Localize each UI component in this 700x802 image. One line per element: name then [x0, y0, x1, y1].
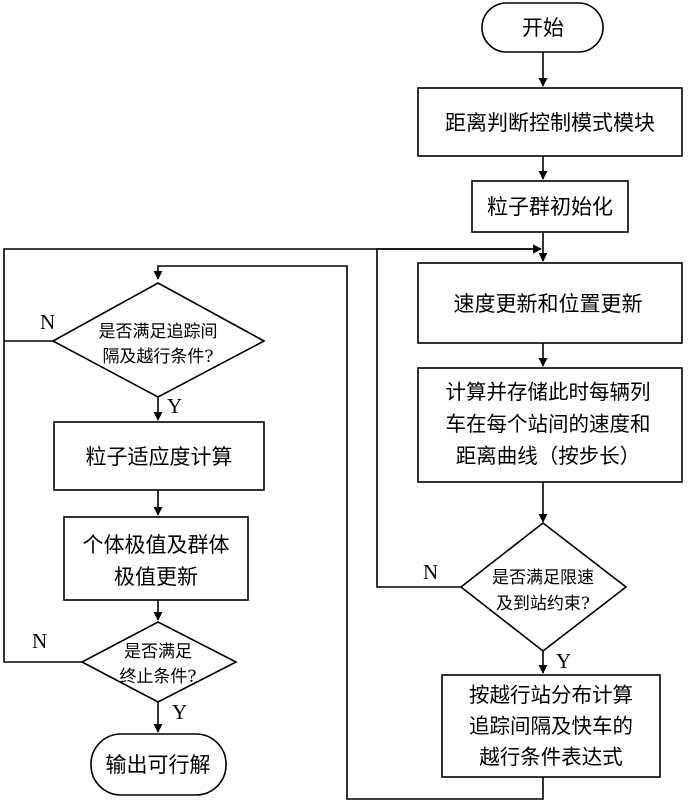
init-label: 粒子群初始化	[487, 195, 613, 219]
tracking-no-label: N	[40, 310, 55, 334]
arrow-tracking-no-loop	[3, 244, 542, 342]
compute-line-3: 距离曲线（按步长）	[456, 444, 641, 468]
tracking-check-line-2: 隔及越行条件?	[102, 347, 213, 367]
stop-yes-label: Y	[172, 700, 187, 724]
overtake-line-1: 按越行站分布计算	[469, 683, 633, 707]
start-node: 开始	[481, 2, 604, 53]
tracking-yes-label: Y	[167, 394, 182, 418]
mode-module-box: 距离判断控制模式模块	[417, 87, 683, 157]
update-box: 速度更新和位置更新	[417, 262, 683, 344]
output-label: 输出可行解	[106, 753, 211, 777]
stop-check-diamond: 是否满足 终止条件?	[80, 621, 238, 703]
update-label: 速度更新和位置更新	[454, 292, 643, 316]
speed-check-yes-label: Y	[556, 649, 571, 673]
speed-check-diamond: 是否满足限速 及到站约束?	[459, 521, 628, 653]
stop-check-line-2: 终止条件?	[119, 667, 196, 687]
connectors	[3, 52, 548, 800]
speed-check-no-label: N	[423, 560, 438, 584]
tracking-check-diamond: 是否满足追踪间 隔及越行条件?	[51, 282, 266, 398]
best-update-box: 个体极值及群体 极值更新	[63, 516, 249, 601]
init-box: 粒子群初始化	[471, 180, 629, 233]
mode-module-label: 距离判断控制模式模块	[445, 111, 655, 135]
start-label: 开始	[522, 16, 564, 40]
fitness-box: 粒子适应度计算	[53, 421, 265, 491]
compute-box: 计算并存储此时每辆列 车在每个站间的速度和 距离曲线（按步长）	[417, 367, 683, 483]
overtake-line-2: 追踪间隔及快车的	[469, 714, 633, 738]
overtake-expression-box: 按越行站分布计算 追踪间隔及快车的 越行条件表达式	[441, 674, 661, 778]
best-update-line-1: 个体极值及群体	[83, 533, 230, 557]
stop-check-line-1: 是否满足	[124, 642, 192, 662]
speed-check-line-2: 及到站约束?	[496, 594, 590, 614]
speed-check-line-1: 是否满足限速	[492, 568, 594, 588]
overtake-line-3: 越行条件表达式	[479, 745, 623, 769]
tracking-check-line-1: 是否满足追踪间	[99, 322, 218, 342]
arrow-overtake-to-tracking-check	[153, 265, 544, 800]
arrow-stop-no-loop	[3, 341, 82, 663]
compute-line-2: 车在每个站间的速度和	[446, 412, 651, 436]
output-node: 输出可行解	[90, 733, 227, 796]
compute-line-1: 计算并存储此时每辆列	[446, 380, 651, 404]
stop-no-label: N	[32, 629, 47, 653]
fitness-label: 粒子适应度计算	[86, 445, 233, 469]
best-update-line-2: 极值更新	[114, 565, 198, 589]
